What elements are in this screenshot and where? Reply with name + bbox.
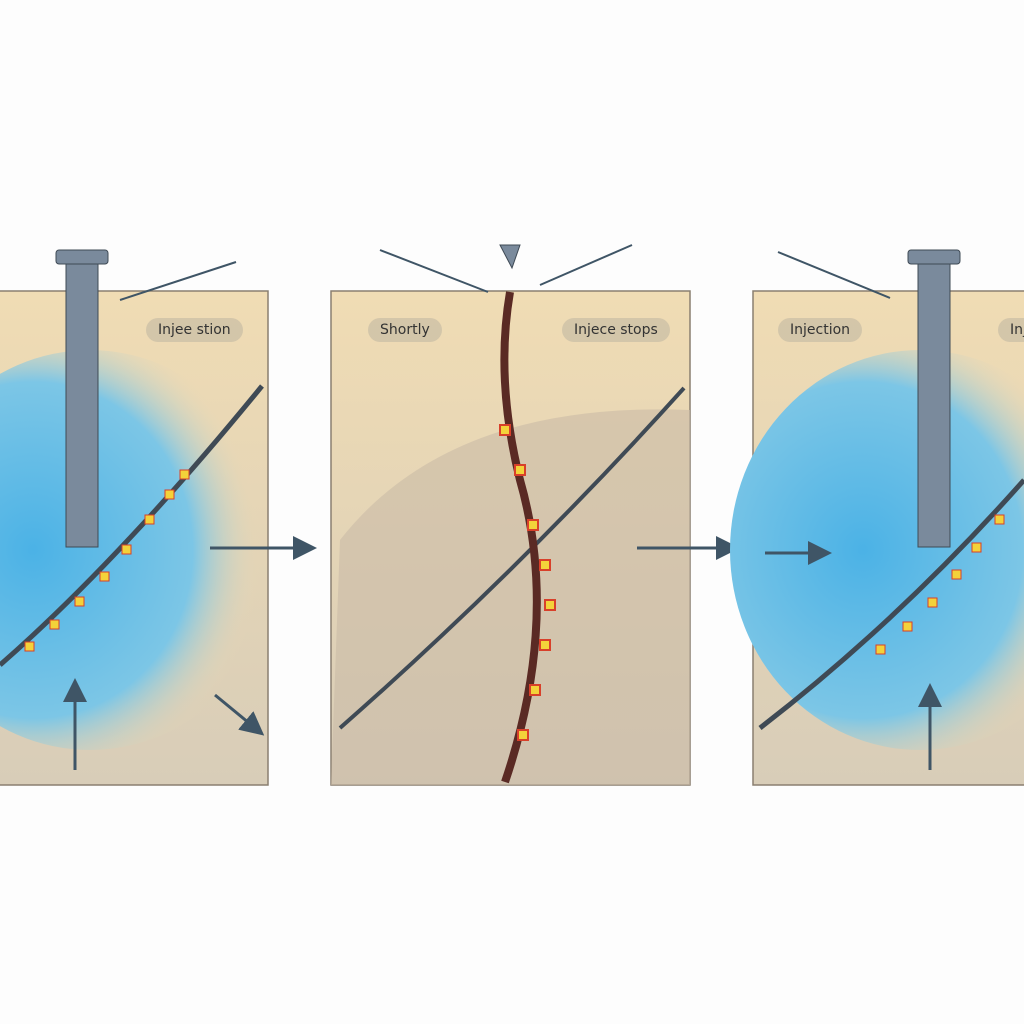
- fluid-plume: [730, 350, 1024, 750]
- seismic-events: [499, 424, 556, 741]
- fault-line-icon: [338, 386, 686, 730]
- panel3-label-right: Inje: [998, 318, 1024, 342]
- fault-line-icon: [0, 384, 264, 667]
- panel3-label-left: Injection: [778, 318, 863, 342]
- fault-line-icon: [758, 478, 1024, 730]
- well-pipe-icon: [917, 261, 951, 548]
- panel2-label-left: Shortly: [368, 318, 442, 342]
- panel-injection-1: [0, 249, 317, 786]
- seismic-events: [875, 514, 1005, 655]
- panel2-label-right: Injece stops: [562, 318, 670, 342]
- seismic-events: [24, 469, 190, 652]
- panel-injection-2: [730, 249, 1024, 786]
- panel1-label-right: Injee stion: [146, 318, 243, 342]
- panel-injection-stopped: [330, 244, 740, 786]
- well-pipe-icon: [500, 291, 541, 784]
- arrow-icon: [214, 693, 265, 736]
- well-pipe-icon: [65, 261, 99, 548]
- pointer-line: [119, 261, 237, 301]
